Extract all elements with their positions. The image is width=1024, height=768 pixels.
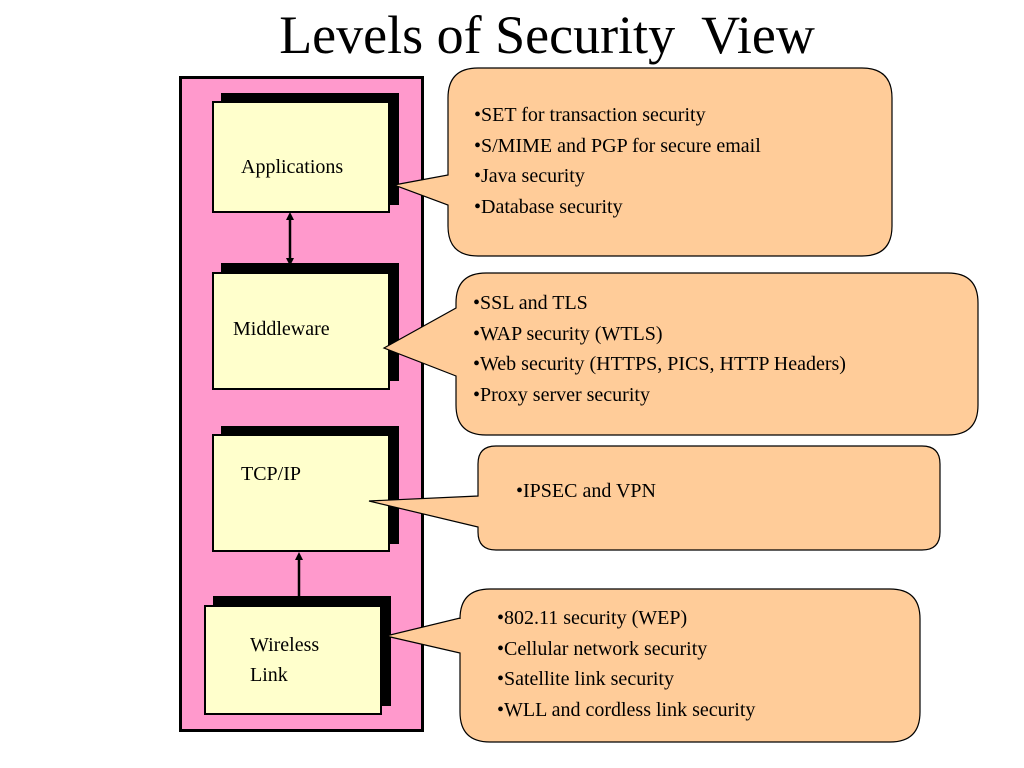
callout-item: •S/MIME and PGP for secure email xyxy=(474,134,761,157)
callout-item: •Database security xyxy=(474,195,623,218)
layer-tcpip-label: TCP/IP xyxy=(241,463,302,485)
callout-item: •Satellite link security xyxy=(497,668,674,690)
callout-item: •WAP security (WTLS) xyxy=(473,322,663,345)
layer-middleware xyxy=(212,272,390,390)
layer-applications xyxy=(212,101,390,213)
layer-wireless-link-label: Wireless Link xyxy=(250,634,320,686)
callout-tcpip-text: •IPSEC and VPN xyxy=(516,476,656,507)
callout-item: •Cellular network security xyxy=(497,637,708,660)
callout-item: •SET for transaction security xyxy=(474,104,706,126)
callout-tcpip-bubble xyxy=(368,445,941,551)
callout-item: •Java security xyxy=(474,165,585,187)
callout-item: •802.11 security (WEP) xyxy=(497,607,688,629)
callout-item: •Proxy server security xyxy=(473,383,650,406)
page-title: Levels of Security View xyxy=(279,5,815,65)
callout-applications-text: •SET for transaction security •S/MIME an… xyxy=(474,100,761,222)
layer-applications-label: Applications xyxy=(241,156,344,178)
layer-wireless-link xyxy=(204,605,382,715)
layer-tcpip xyxy=(212,434,390,552)
callout-middleware-text: •SSL and TLS •WAP security (WTLS) •Web s… xyxy=(473,288,846,410)
callout-applications-bubble xyxy=(391,67,893,257)
callout-middleware-bubble xyxy=(382,272,979,436)
callout-item: •Web security (HTTPS, PICS, HTTP Headers… xyxy=(473,353,846,375)
callout-item: •WLL and cordless link security xyxy=(497,698,756,721)
callout-item: •IPSEC and VPN xyxy=(516,480,656,502)
callout-wireless-link-text: •802.11 security (WEP) •Cellular network… xyxy=(497,603,755,725)
callout-wireless-link-bubble xyxy=(385,588,921,743)
layer-middleware-label: Middleware xyxy=(233,318,330,340)
callout-item: •SSL and TLS xyxy=(473,292,588,314)
